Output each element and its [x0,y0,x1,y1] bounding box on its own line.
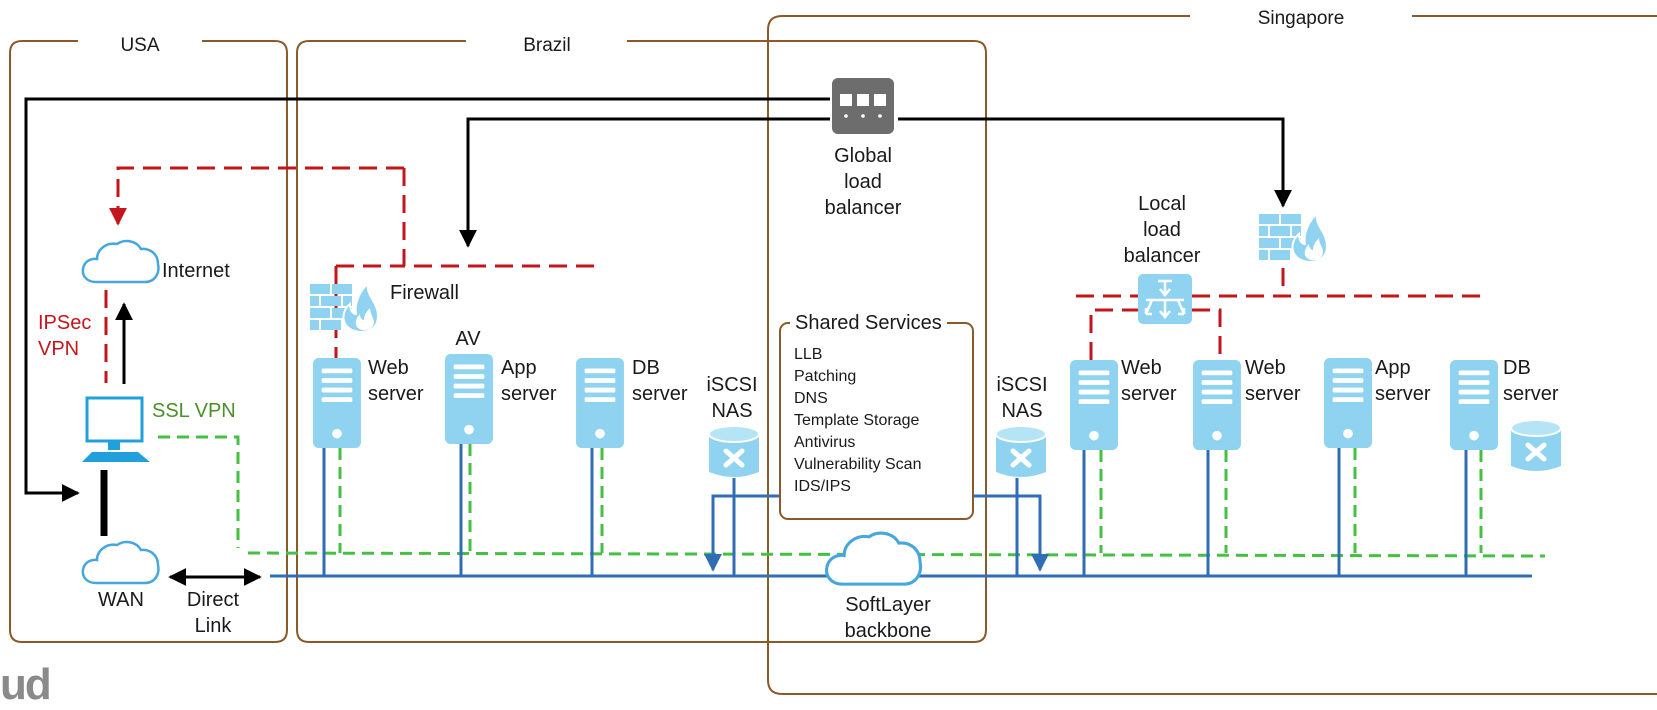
region-usa [9,40,288,643]
sg-web-server-2-label: Web server [1245,357,1301,405]
sg-web-server-1-icon [1070,359,1118,451]
sg-app-server-label: App server [1375,357,1431,405]
global-lb-links [24,97,1292,502]
sg-web-server-2-icon [1193,359,1241,451]
brazil-web-server-label: Web server [368,357,424,405]
firewall-label: Firewall [390,282,459,304]
shared-services-title: Shared Services [790,310,947,336]
av-label: AV [455,328,481,350]
internet-label: Internet [162,260,230,282]
softlayer-backbone-label: SoftLayer backbone [844,594,932,642]
corner-text: ud [0,660,52,709]
brazil-iscsi-nas-icon [709,426,759,477]
global-load-balancer-label: Global load balancer [824,145,902,219]
sg-web-server-1-label: Web server [1121,357,1177,405]
brazil-db-server-icon [576,357,624,449]
direct-link-label: Direct Link [186,589,240,637]
brazil-db-server-label: DB server [632,357,688,405]
shared-services-list: LLB Patching DNS Template Storage Antivi… [794,344,921,498]
internet-cloud-icon [81,239,160,284]
region-singapore [767,15,1657,695]
list-item: Patching [794,368,857,385]
ssl-vpn-label: SSL VPN [152,400,236,422]
brazil-app-server-label: App server [501,357,557,405]
region-brazil [296,40,987,643]
brazil-web-server-icon [313,357,361,449]
list-item: Vulnerability Scan [794,456,922,473]
black-links [100,302,262,586]
wan-cloud-icon [81,540,160,585]
softlayer-cloud-icon [824,531,923,586]
list-item: IDS/IPS [794,478,851,495]
brazil-iscsi-nas-label: iSCSI NAS [706,374,758,422]
local-load-balancer-icon [1138,274,1192,324]
brazil-firewall-icon [309,283,379,333]
region-label-usa: USA [114,33,166,59]
sg-iscsi-nas-label: iSCSI NAS [996,374,1048,422]
brazil-app-server-icon [445,353,493,445]
red-dashed-links [104,166,1486,383]
list-item: DNS [794,390,828,407]
sg-db-server-icon [1450,359,1498,451]
computer-icon [82,396,150,462]
ipsec-vpn-label: IPSec VPN [38,312,92,360]
sg-db-storage-icon [1511,420,1561,471]
singapore-firewall-icon [1258,213,1328,263]
sg-db-server-label: DB server [1503,357,1559,405]
local-load-balancer-label: Local load balancer [1123,193,1201,267]
sg-iscsi-nas-icon [996,426,1046,477]
region-label-singapore: Singapore [1251,6,1351,32]
wan-label: WAN [98,589,144,611]
global-load-balancer-icon [832,78,894,134]
list-item: Antivirus [794,434,856,451]
list-item: LLB [794,346,823,363]
region-label-brazil: Brazil [517,33,577,59]
list-item: Template Storage [794,412,920,429]
sg-app-server-icon [1324,357,1372,449]
